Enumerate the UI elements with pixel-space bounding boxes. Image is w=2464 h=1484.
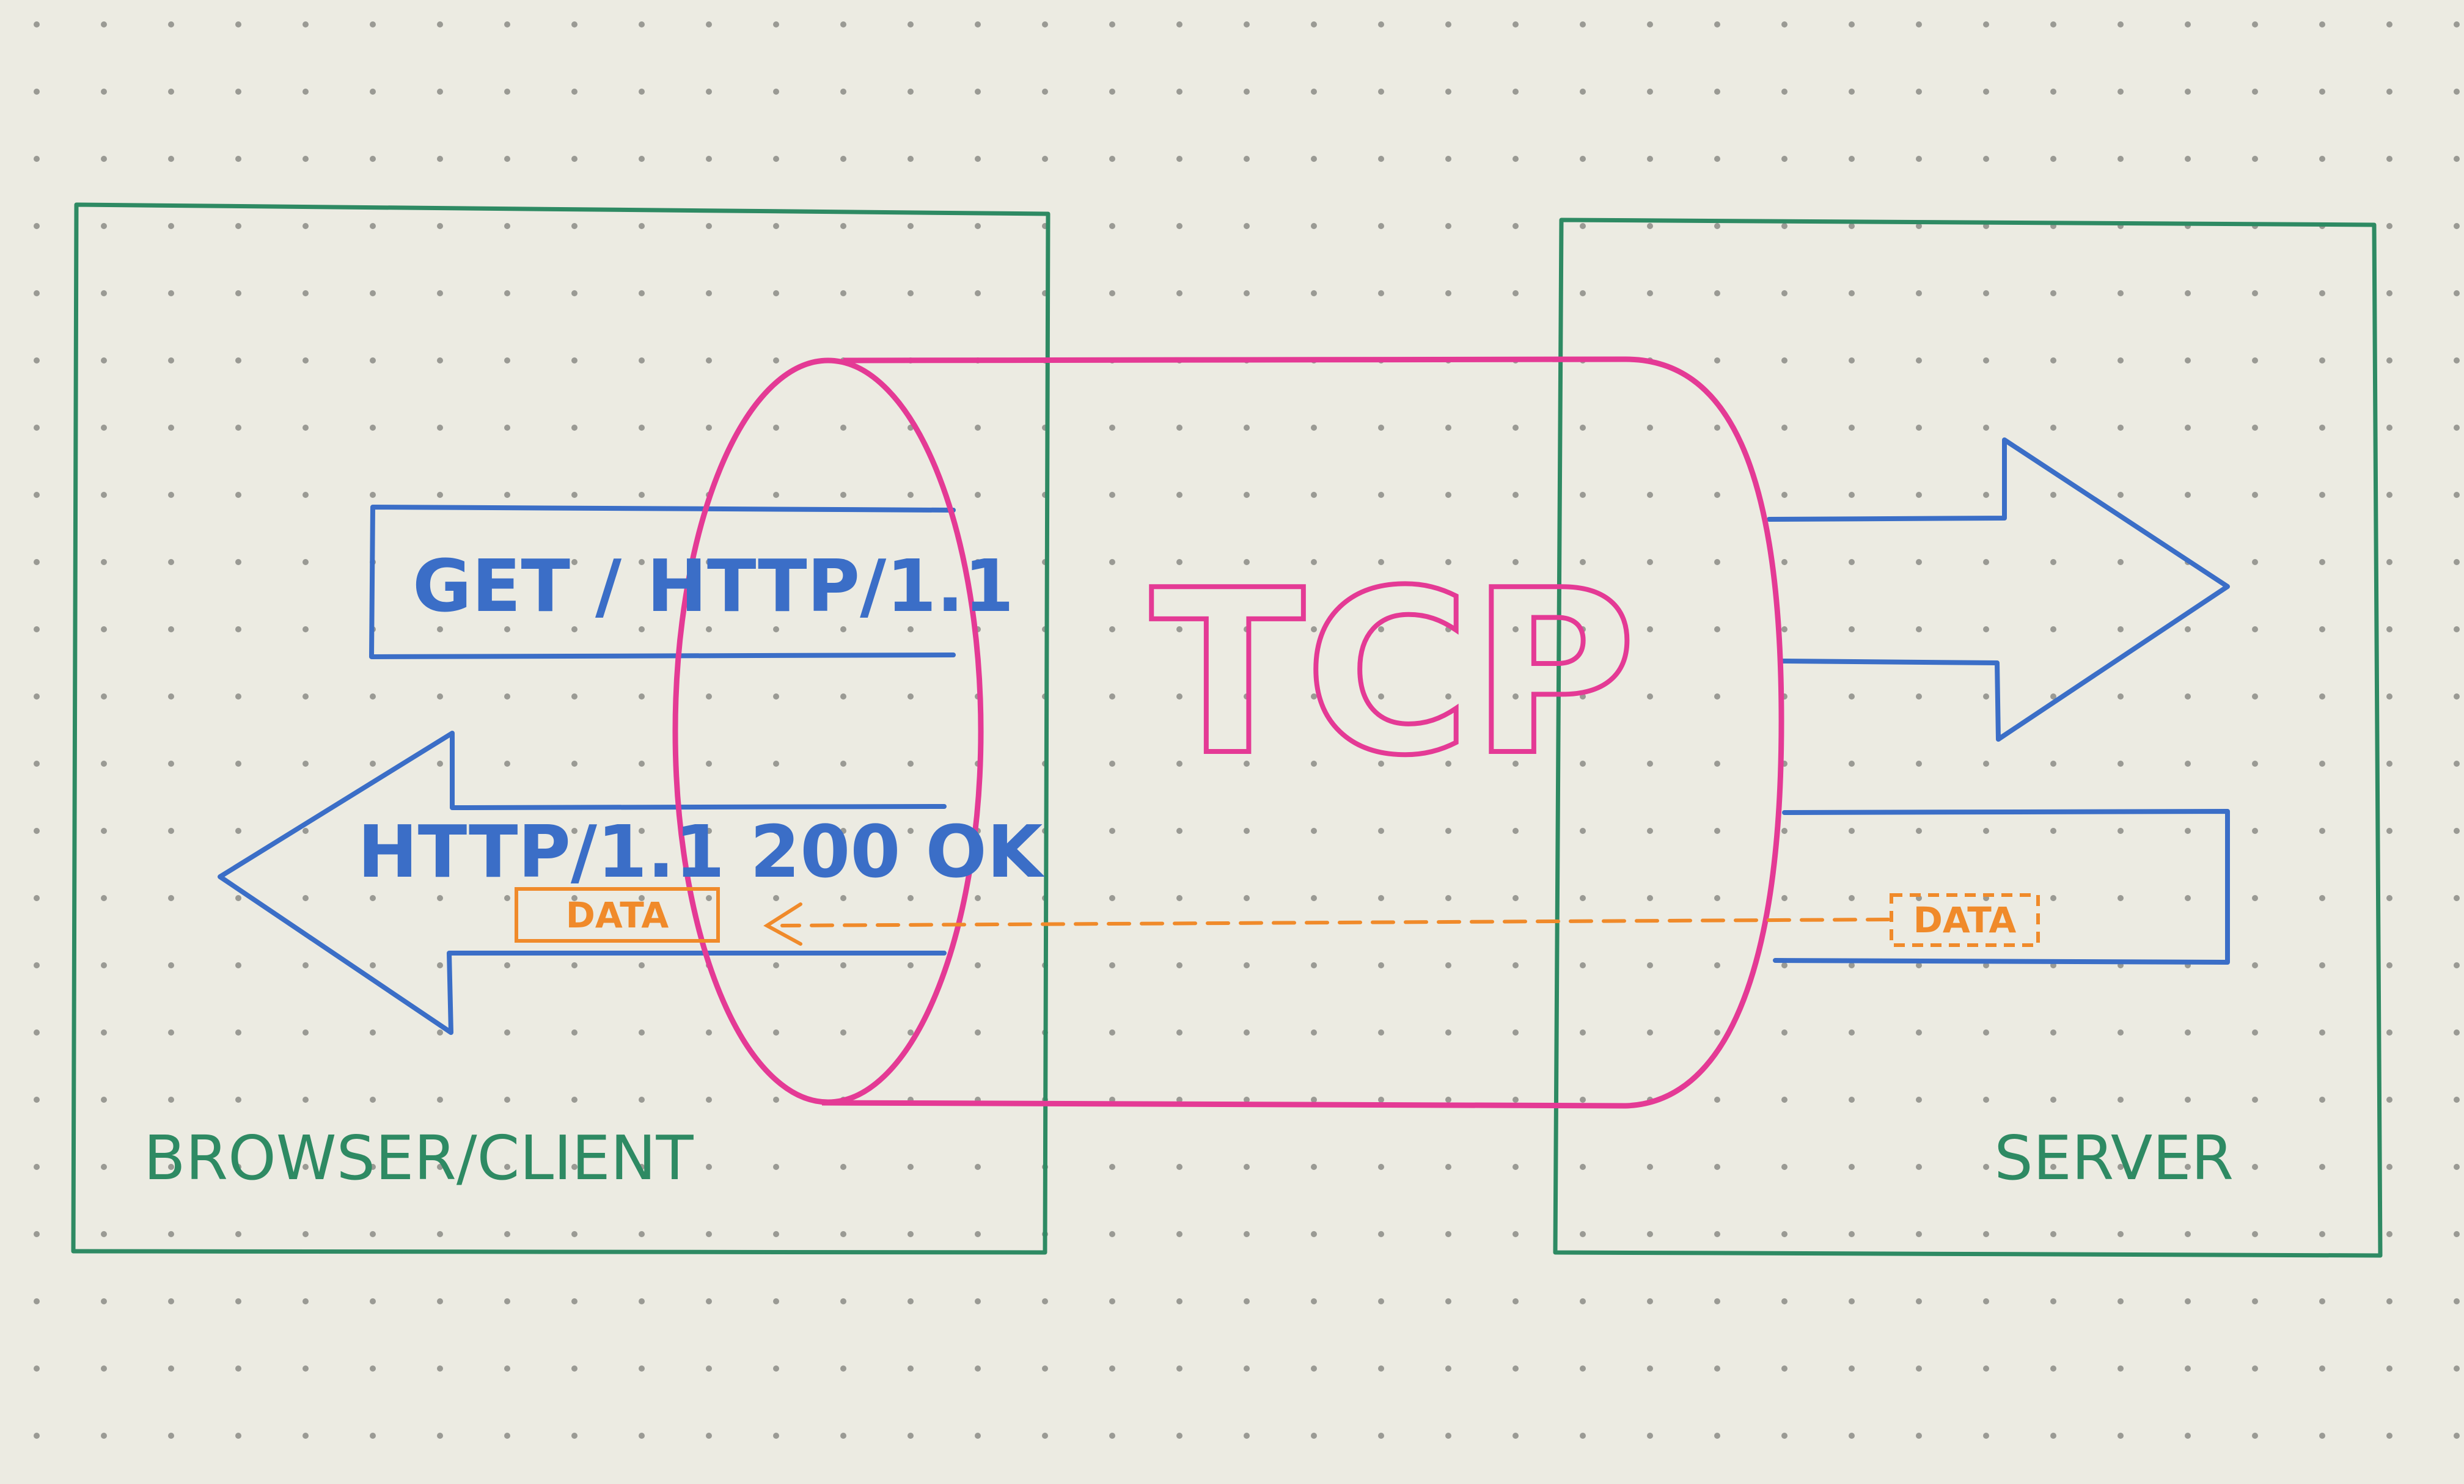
data-label-client: DATA	[566, 894, 669, 936]
request-arrow-head	[1767, 437, 2230, 742]
request-arrow-band	[369, 505, 956, 659]
tcp-tube-body	[821, 356, 1784, 1109]
client-box	[71, 202, 1050, 1255]
tcp-tube-front-opening	[672, 357, 984, 1105]
response-arrow-band	[1773, 809, 2230, 965]
request-text: GET / HTTP/1.1	[413, 544, 1014, 628]
data-box-client	[515, 887, 720, 943]
response-text: HTTP/1.1 200 OK	[358, 810, 1046, 894]
tcp-label: TCP	[1150, 543, 1636, 805]
data-label-server: DATA	[1913, 899, 2017, 941]
client-label: BROWSER/CLIENT	[144, 1122, 694, 1194]
data-box-server	[1890, 893, 2040, 947]
server-label: SERVER	[1994, 1122, 2234, 1194]
dot-grid-background	[34, 21, 2460, 1439]
data-transfer-line	[780, 918, 1890, 927]
response-arrow	[218, 731, 947, 1035]
server-box	[1553, 217, 2383, 1258]
data-transfer-arrowhead	[763, 902, 802, 946]
